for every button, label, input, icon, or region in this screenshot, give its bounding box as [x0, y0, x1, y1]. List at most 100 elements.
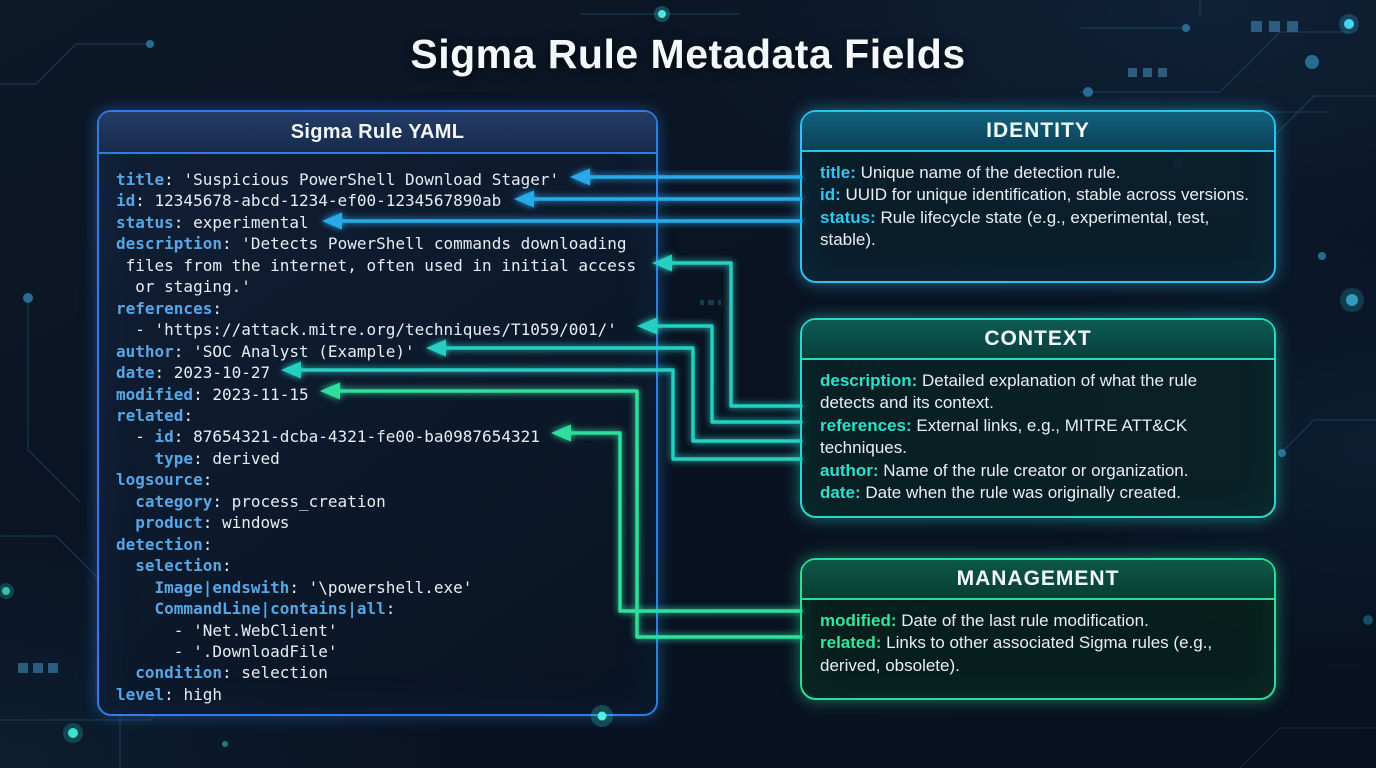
- yaml-key: author: [116, 341, 174, 361]
- yaml-code-line: product: windows: [116, 512, 656, 533]
- yaml-code-line: author: 'SOC Analyst (Example)': [116, 341, 656, 362]
- yaml-key: title: [116, 170, 165, 189]
- management-panel: MANAGEMENT modified: Date of the last ru…: [800, 558, 1276, 700]
- field-term: modified:: [820, 611, 897, 630]
- yaml-text: : 'SOC Analyst (Example)': [173, 341, 415, 361]
- management-panel-body: modified: Date of the last rule modifica…: [802, 600, 1274, 677]
- yaml-text: : derived: [193, 448, 280, 468]
- field-term: date:: [820, 483, 861, 503]
- sigma-rule-yaml-panel: Sigma Rule YAML title: 'Suspicious Power…: [97, 110, 658, 716]
- field-term: description:: [820, 371, 918, 390]
- yaml-key: Image|endswith: [154, 577, 290, 597]
- yaml-text: -: [116, 427, 155, 447]
- yaml-key: status: [116, 212, 174, 232]
- yaml-key: references: [116, 298, 213, 318]
- yaml-text: [116, 556, 135, 575]
- field-description: External links, e.g., MITRE ATT&CK techn…: [820, 415, 1188, 458]
- yaml-key: detection: [116, 534, 203, 554]
- field-description: Date of the last rule modification.: [896, 611, 1149, 630]
- yaml-key: type: [154, 448, 194, 468]
- yaml-panel-header: Sigma Rule YAML: [99, 112, 656, 154]
- context-field-description: description: Detailed explanation of wha…: [820, 370, 1256, 415]
- yaml-key: id: [154, 427, 174, 447]
- yaml-code-line: - 'Net.WebClient': [116, 620, 656, 641]
- field-term: author:: [820, 460, 879, 480]
- yaml-code-line: logsource:: [116, 469, 656, 490]
- yaml-text: : selection: [221, 663, 328, 683]
- yaml-text: or staging.': [116, 277, 251, 297]
- yaml-code-line: description: 'Detects PowerShell command…: [116, 233, 656, 254]
- yaml-key: description: [116, 234, 222, 254]
- yaml-text: :: [385, 599, 396, 619]
- yaml-text: : 87654321-dcba-4321-fe00-ba0987654321: [173, 427, 540, 447]
- yaml-key: date: [116, 363, 155, 383]
- yaml-code-line: CommandLine|contains|all:: [116, 598, 656, 619]
- identity-panel-title: IDENTITY: [986, 119, 1090, 142]
- yaml-key: selection: [135, 556, 222, 576]
- yaml-text: [116, 599, 155, 618]
- arrow-description-to-context: [652, 254, 803, 408]
- yaml-code-line: type: derived: [116, 448, 656, 469]
- yaml-key: id: [116, 191, 136, 211]
- field-description: Unique name of the detection rule.: [855, 163, 1121, 182]
- yaml-code-line: references:: [116, 298, 656, 319]
- yaml-code-line: files from the internet, often used in i…: [116, 255, 656, 276]
- yaml-text: : 12345678-abcd-1234-ef00-1234567890ab: [135, 191, 502, 211]
- yaml-text: : 2023-11-15: [193, 384, 309, 404]
- field-term: references:: [820, 415, 912, 435]
- yaml-text: [116, 663, 135, 682]
- identity-panel: IDENTITY title: Unique name of the detec…: [800, 110, 1276, 283]
- yaml-code-line: - id: 87654321-dcba-4321-fe00-ba09876543…: [116, 426, 656, 447]
- yaml-key: condition: [135, 663, 222, 683]
- yaml-panel-title: Sigma Rule YAML: [290, 120, 465, 143]
- yaml-key: modified: [116, 384, 194, 404]
- yaml-code-line: condition: selection: [116, 662, 656, 683]
- yaml-key: related: [116, 405, 184, 425]
- context-panel-header: CONTEXT: [802, 320, 1274, 360]
- yaml-key: category: [135, 491, 213, 511]
- yaml-code-line: level: high: [116, 684, 656, 705]
- context-field-author: author: Name of the rule creator or orga…: [820, 460, 1256, 482]
- context-field-date: date: Date when the rule was originally …: [820, 482, 1256, 504]
- identity-panel-header: IDENTITY: [802, 112, 1274, 152]
- yaml-text: :: [202, 534, 213, 554]
- arrow-references-to-context: [637, 317, 803, 424]
- context-field-references: references: External links, e.g., MITRE …: [820, 415, 1256, 460]
- yaml-key: level: [116, 684, 165, 704]
- yaml-key: CommandLine|contains|all: [154, 599, 386, 619]
- yaml-code: title: 'Suspicious PowerShell Download S…: [99, 154, 656, 705]
- field-description: Links to other associated Sigma rules (e…: [820, 633, 1213, 675]
- field-term: title:: [820, 163, 856, 182]
- yaml-text: [116, 449, 155, 468]
- yaml-code-line: modified: 2023-11-15: [116, 384, 656, 405]
- yaml-code-line: date: 2023-10-27: [116, 362, 656, 383]
- field-description: Date when the rule was originally create…: [860, 483, 1181, 503]
- yaml-code-line: related:: [116, 405, 656, 426]
- yaml-text: [116, 578, 155, 597]
- field-description: UUID for unique identification, stable a…: [840, 185, 1249, 205]
- yaml-text: : high: [164, 684, 222, 704]
- management-field-related: related: Links to other associated Sigma…: [820, 632, 1256, 677]
- yaml-key: logsource: [116, 470, 203, 490]
- yaml-text: files from the internet, often used in i…: [116, 255, 637, 275]
- field-description: Detailed explanation of what the rule de…: [820, 371, 1198, 413]
- yaml-text: :: [183, 405, 194, 425]
- field-description: Name of the rule creator or organization…: [878, 460, 1189, 480]
- yaml-text: : process_creation: [212, 491, 386, 511]
- management-field-modified: modified: Date of the last rule modifica…: [820, 610, 1256, 632]
- identity-field-title: title: Unique name of the detection rule…: [820, 162, 1256, 184]
- context-panel-body: description: Detailed explanation of wha…: [802, 360, 1274, 504]
- yaml-text: : experimental: [173, 212, 309, 232]
- management-panel-title: MANAGEMENT: [956, 567, 1120, 590]
- yaml-code-line: status: experimental: [116, 212, 656, 233]
- yaml-text: - '.DownloadFile': [116, 641, 338, 661]
- management-panel-header: MANAGEMENT: [802, 560, 1274, 600]
- context-panel: CONTEXT description: Detailed explanatio…: [800, 318, 1276, 518]
- identity-field-status: status: Rule lifecycle state (e.g., expe…: [820, 207, 1256, 252]
- yaml-text: : 'Suspicious PowerShell Download Stager…: [164, 170, 560, 189]
- yaml-text: : '\powershell.exe': [289, 577, 473, 597]
- context-panel-title: CONTEXT: [984, 327, 1092, 350]
- yaml-code-line: detection:: [116, 534, 656, 555]
- yaml-key: product: [135, 513, 203, 533]
- yaml-text: - 'Net.WebClient': [116, 620, 338, 640]
